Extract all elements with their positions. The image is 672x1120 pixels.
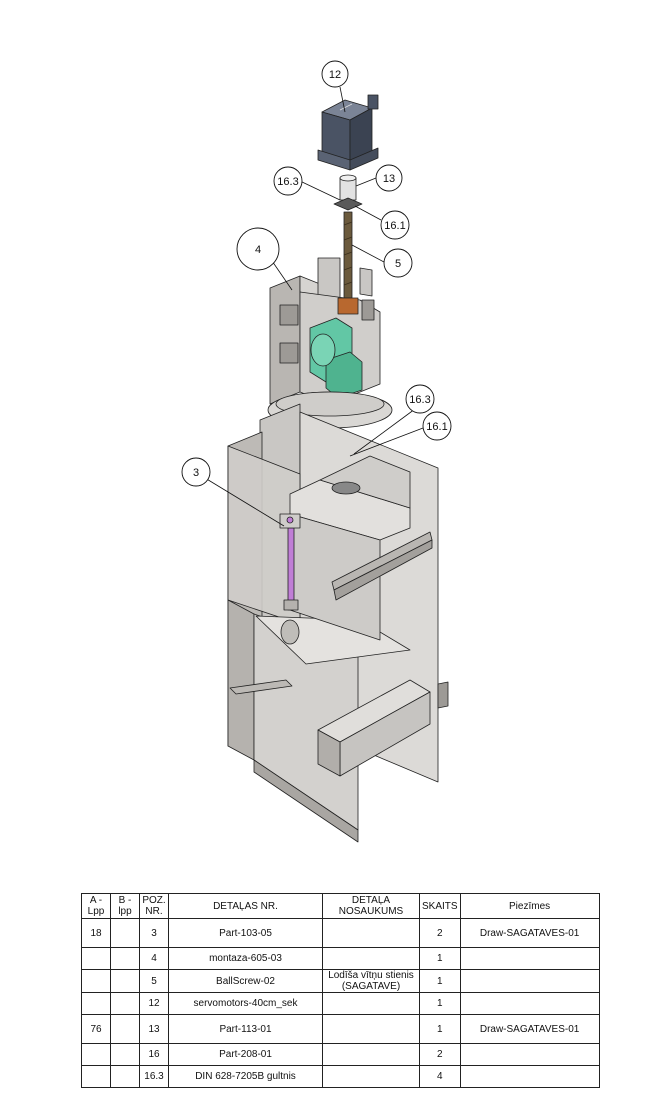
- cell-a-lpp: 18: [81, 918, 111, 948]
- header-poz-nr: POZ.NR.: [139, 893, 169, 919]
- cell-description: [322, 992, 420, 1015]
- cell-b-lpp: [110, 992, 140, 1015]
- cell-a-lpp: [81, 947, 111, 970]
- table-row: 18 3 Part-103-05 2 Draw-SAGATAVES-01: [81, 918, 600, 948]
- cell-notes: [459, 969, 600, 993]
- table-row: 5 BallScrew-02 Lodīša vītņu stienis (SAG…: [81, 969, 600, 993]
- callout-16-1-lower: 16.1: [426, 421, 447, 433]
- cell-part-number: Part-113-01: [168, 1014, 323, 1044]
- cell-poz: 4: [139, 947, 169, 970]
- bom-table: A -Lpp B -lpp POZ.NR. DETAĻAS NR. DETAĻA…: [81, 893, 600, 1088]
- cell-part-number: Part-103-05: [168, 918, 323, 948]
- cell-b-lpp: [110, 1065, 140, 1088]
- cell-a-lpp: [81, 1065, 111, 1088]
- servo-motor-12: [317, 94, 379, 171]
- cell-quantity: 1: [419, 992, 461, 1015]
- cell-notes: [459, 947, 600, 970]
- cell-poz: 12: [139, 992, 169, 1015]
- cell-part-number: montaza-605-03: [168, 947, 323, 970]
- cell-poz: 3: [139, 918, 169, 948]
- table-row: 76 13 Part-113-01 1 Draw-SAGATAVES-01: [81, 1014, 600, 1044]
- bearing-flange-top: [333, 197, 363, 211]
- cell-description: [322, 1065, 420, 1088]
- cell-poz: 16: [139, 1043, 169, 1066]
- cell-quantity: 1: [419, 947, 461, 970]
- callout-12: 12: [329, 69, 341, 81]
- cell-b-lpp: [110, 1014, 140, 1044]
- header-a-lpp: A -Lpp: [81, 893, 111, 919]
- cell-description: [322, 947, 420, 970]
- floor-cutout: [280, 619, 300, 645]
- cell-description: [322, 1014, 420, 1044]
- cell-a-lpp: [81, 969, 111, 993]
- cell-b-lpp: [110, 947, 140, 970]
- cell-poz: 16.3: [139, 1065, 169, 1088]
- assembly-drawing: 12 13 16.3 16.1 5 4 16.3 16.1 3: [181, 60, 452, 843]
- ball-screw-5: [343, 211, 353, 299]
- cell-description: [322, 918, 420, 948]
- bom-header-row: A -Lpp B -lpp POZ.NR. DETAĻAS NR. DETAĻA…: [81, 893, 600, 919]
- callout-16-3-upper: 16.3: [277, 176, 298, 188]
- cell-poz: 13: [139, 1014, 169, 1044]
- leader-lines: [204, 86, 424, 527]
- cell-quantity: 2: [419, 918, 461, 948]
- callout-5: 5: [395, 258, 401, 270]
- callout-circles: [181, 60, 452, 487]
- gearmotor: [309, 317, 363, 399]
- cell-poz: 5: [139, 969, 169, 993]
- header-b-lpp: B -lpp: [110, 893, 140, 919]
- cell-a-lpp: 76: [81, 1014, 111, 1044]
- cell-notes: [459, 992, 600, 1015]
- cell-description: Lodīša vītņu stienis (SAGATAVE): [322, 969, 420, 993]
- cell-notes: Draw-SAGATAVES-01: [459, 1014, 600, 1044]
- callout-16-3-lower: 16.3: [409, 394, 430, 406]
- callout-3: 3: [193, 467, 199, 479]
- table-row: 12 servomotors-40cm_sek 1: [81, 992, 600, 1015]
- cell-part-number: BallScrew-02: [168, 969, 323, 993]
- cell-a-lpp: [81, 1043, 111, 1066]
- cell-notes: [459, 1065, 600, 1088]
- coupling-13: [339, 174, 357, 201]
- cell-notes: Draw-SAGATAVES-01: [459, 918, 600, 948]
- cell-quantity: 2: [419, 1043, 461, 1066]
- cell-quantity: 4: [419, 1065, 461, 1088]
- callout-13: 13: [383, 173, 395, 185]
- cell-b-lpp: [110, 969, 140, 993]
- callout-4: 4: [255, 244, 261, 256]
- cell-part-number: DIN 628-7205B gultnis: [168, 1065, 323, 1088]
- cell-a-lpp: [81, 992, 111, 1015]
- guide-rod-3: [279, 513, 301, 611]
- cell-notes: [459, 1043, 600, 1066]
- cell-part-number: Part-208-01: [168, 1043, 323, 1066]
- callout-16-1-upper: 16.1: [384, 220, 405, 232]
- header-piezimes: Piezīmes: [459, 893, 600, 919]
- cell-quantity: 1: [419, 1014, 461, 1044]
- cell-b-lpp: [110, 1043, 140, 1066]
- main-frame: [227, 403, 449, 843]
- table-row: 16.3 DIN 628-7205B gultnis 4: [81, 1065, 600, 1088]
- cell-description: [322, 1043, 420, 1066]
- cell-part-number: servomotors-40cm_sek: [168, 992, 323, 1015]
- cell-quantity: 1: [419, 969, 461, 993]
- table-row: 4 montaza-605-03 1: [81, 947, 600, 970]
- header-detalas-nr: DETAĻAS NR.: [168, 893, 323, 919]
- table-row: 16 Part-208-01 2: [81, 1043, 600, 1066]
- cell-b-lpp: [110, 918, 140, 948]
- header-skaits: SKAITS: [419, 893, 461, 919]
